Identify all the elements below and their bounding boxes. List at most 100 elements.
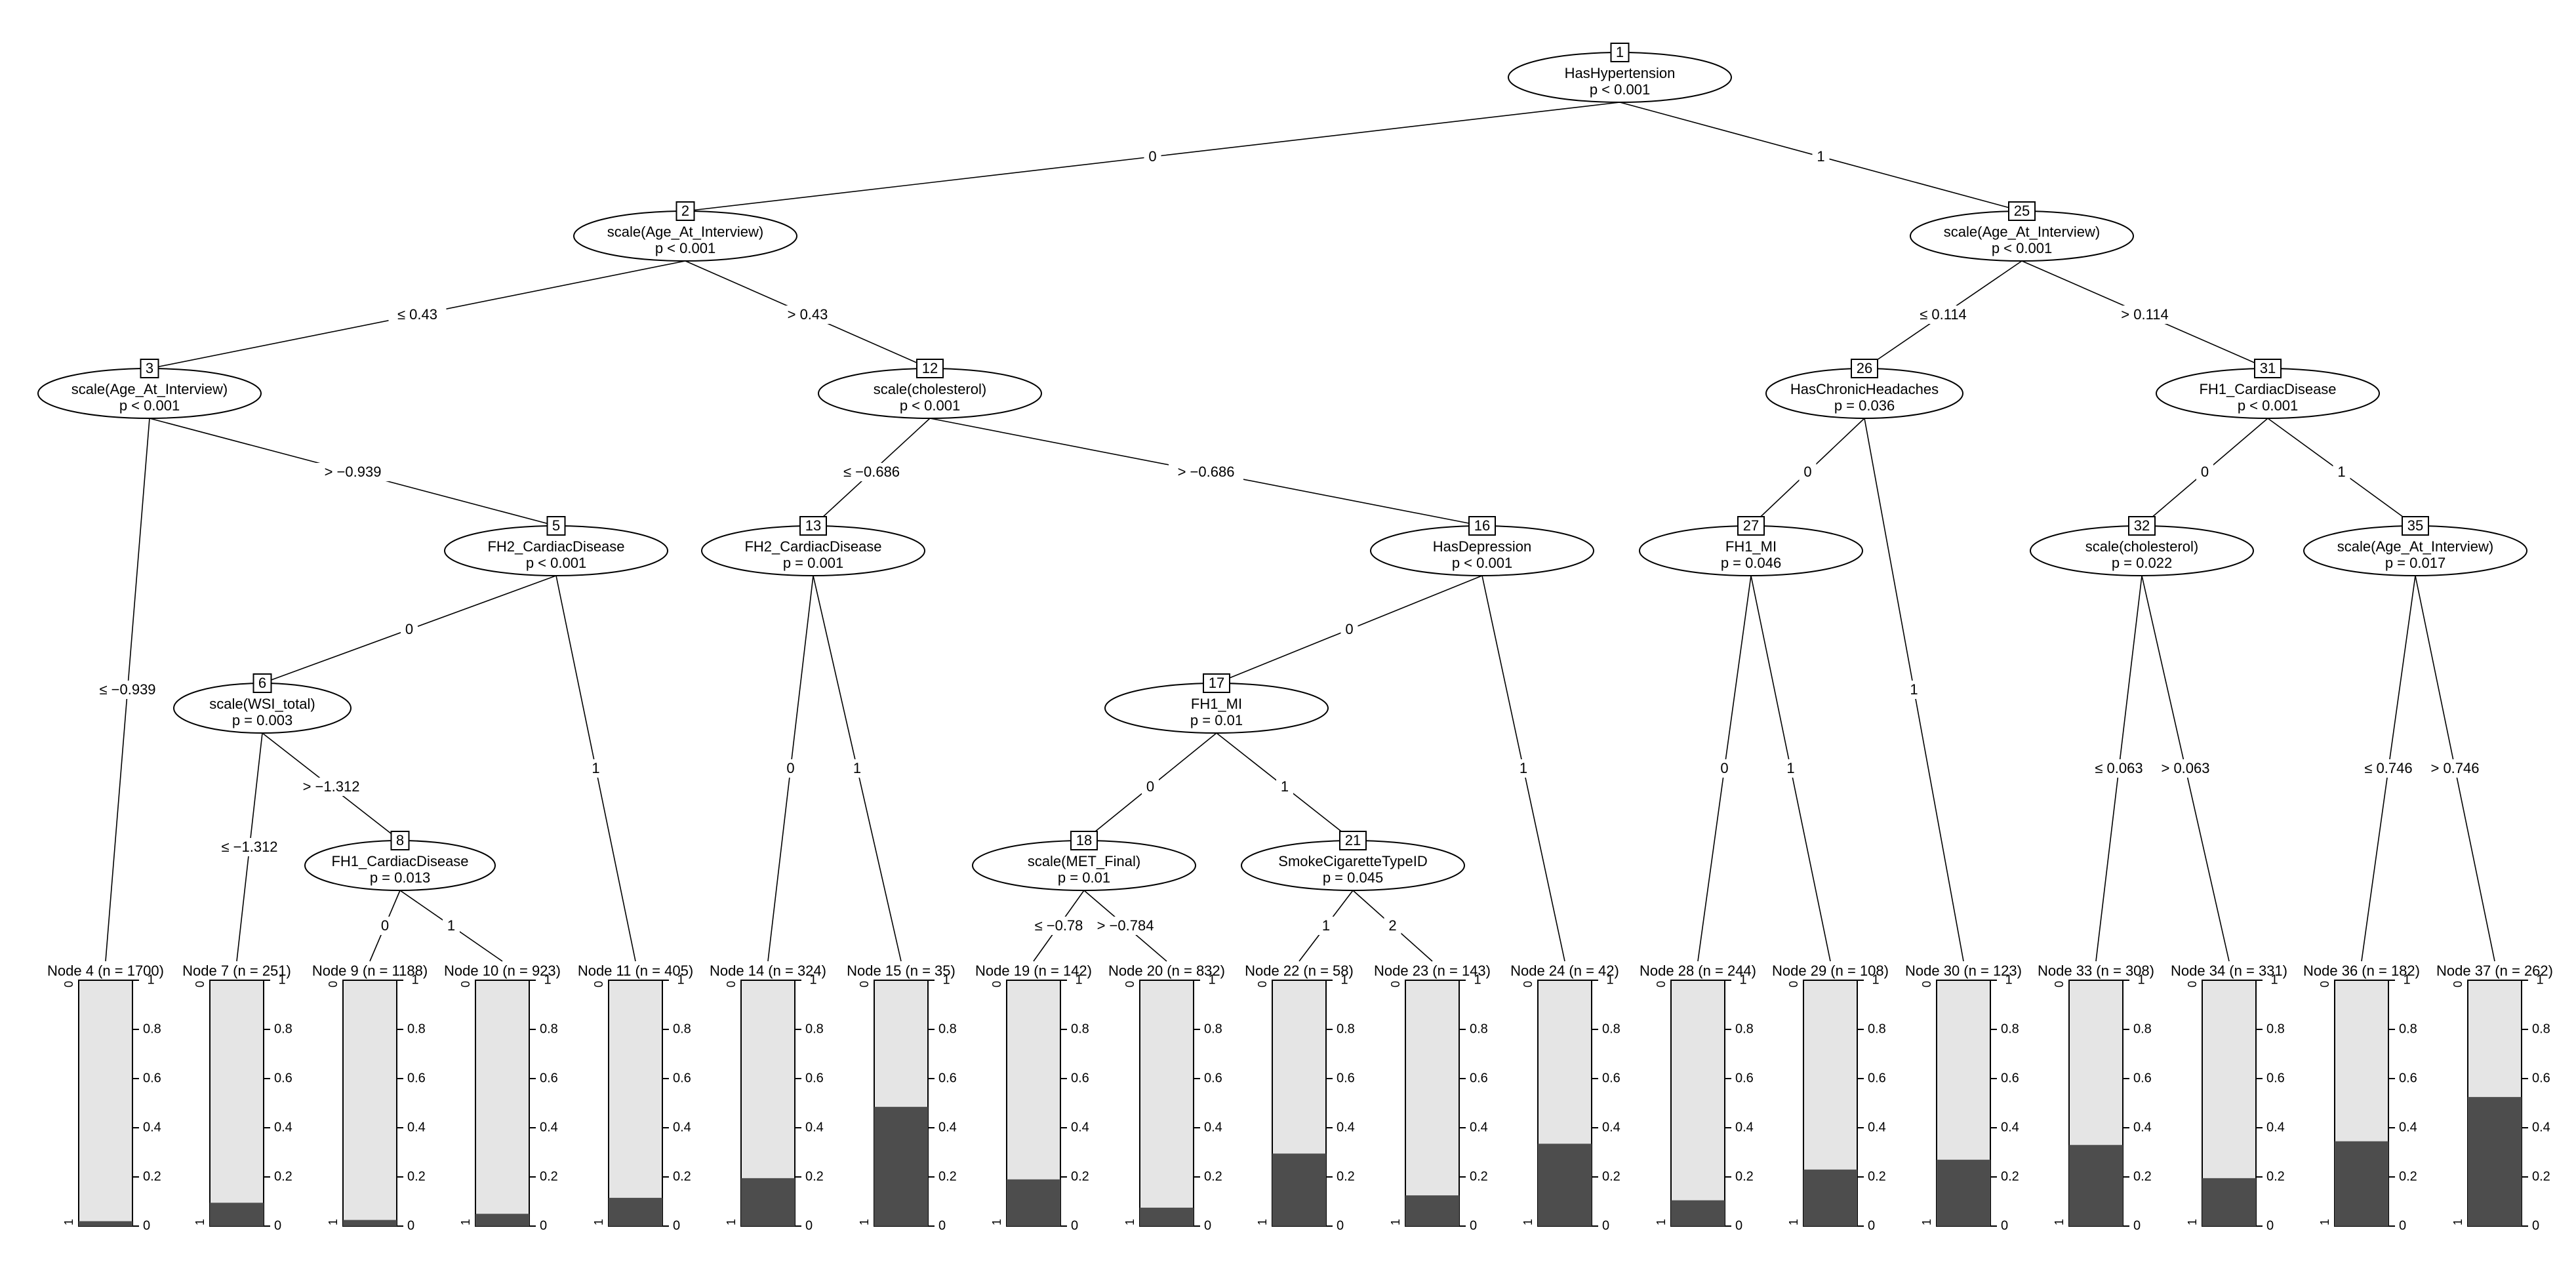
edge-16-17: 0 [1216,575,1483,684]
axis-tick-label: 1 [809,972,816,987]
edge-label: ≤ −0.939 [99,681,155,698]
edge-label: ≤ 0.063 [2095,760,2143,776]
terminal-title: Node 10 (n = 923) [444,963,561,979]
node-variable: scale(Age_At_Interview) [71,381,228,397]
axis-tick-label: 0.6 [673,1071,691,1085]
edge-label: 1 [1817,148,1824,165]
axis-tick-label: 0.2 [1470,1169,1488,1183]
terminal-title: Node 7 (n = 251) [182,963,291,979]
axis-tick-label: 1 [1872,972,1879,987]
terminal-title-bg [303,963,437,981]
node-id: 8 [396,832,404,848]
class-label-left-top: 0 [193,981,207,987]
edge-label: 1 [2337,464,2345,480]
axis-tick-label: 1 [278,972,285,987]
node-p-value: p = 0.01 [1058,869,1110,886]
node-variable: FH1_CardiacDisease [2199,381,2336,397]
terminal-title-bg [2029,963,2163,981]
axis-tick-label: 0.8 [673,1022,691,1036]
class-label-left-bottom: 1 [62,1219,75,1225]
axis-tick-label: 0 [1735,1218,1742,1233]
terminal-title: Node 28 (n = 244) [1640,963,1756,979]
axis-tick-label: 0.6 [540,1071,558,1085]
node-id-box [916,359,944,378]
node-id: 27 [1743,517,1759,534]
edge-label: 0 [786,760,794,776]
edge-label-bg [1515,759,1532,778]
axis-tick-label: 0.8 [143,1022,161,1036]
edge-label: ≤ −0.78 [1035,917,1083,934]
axis-tick-label: 0.8 [2133,1022,2152,1036]
axis-tick-label: 0.2 [805,1169,824,1183]
node-id: 3 [146,360,153,376]
edge-label-bg [294,778,369,796]
axis-tick-label: 0.6 [2399,1071,2417,1085]
axis-tick-label: 0.4 [540,1120,558,1134]
class-label-left-top: 0 [1256,981,1269,987]
edge-6-7: ≤ −1.312 [212,732,287,962]
class-label-left-top: 0 [858,981,871,987]
axis-tick-label: 0.4 [1470,1120,1488,1134]
axis-tick-label: 0 [2001,1218,2008,1233]
edge-label-bg [1026,917,1092,935]
axis-tick-label: 0.8 [938,1022,957,1036]
axis-tick-label: 0.6 [2266,1071,2285,1085]
axis-tick-label: 1 [2137,972,2144,987]
node-variable: FH1_CardiacDisease [331,853,468,869]
axis-tick-label: 0.4 [274,1120,292,1134]
axis-tick-label: 0.8 [1337,1022,1355,1036]
bar-fill-class-1 [1803,1169,1857,1226]
node-id-box [2008,201,2036,221]
axis-tick-label: 0 [2532,1218,2539,1233]
terminal-title-bg [1365,963,1499,981]
edge-18-19: ≤ −0.78 [1026,890,1092,962]
edge-2-12: > 0.43 [685,260,931,369]
axis-tick-label: 0 [143,1218,150,1233]
terminal-title-bg [569,963,702,981]
class-label-left-top: 0 [1655,981,1668,987]
axis-tick-label: 0 [1602,1218,1609,1233]
axis-tick-label: 0.6 [1868,1071,1886,1085]
node-id: 17 [1209,675,1224,691]
axis-tick-label: 1 [1606,972,1613,987]
edge-label-bg [1782,759,1800,778]
axis-tick-label: 0 [1337,1218,1344,1233]
axis-tick-label: 0.8 [274,1022,292,1036]
axis-tick-label: 0.6 [2133,1071,2152,1085]
edge-label-bg [2196,463,2213,481]
terminal-title: Node 33 (n = 308) [2038,963,2154,979]
axis-tick-label: 0.4 [1602,1120,1620,1134]
edge-32-33: ≤ 0.063 [2085,575,2152,962]
edge-label-bg [2333,463,2350,481]
node-id-box [1203,673,1230,693]
axis-tick-label: 1 [1208,972,1215,987]
edge-label: > 0.746 [2430,760,2479,776]
edge-8-9: 0 [369,890,401,962]
node-id-box [546,516,566,536]
class-label-left-bottom: 1 [1521,1219,1535,1225]
axis-tick-label: 0 [2133,1218,2141,1233]
axis-tick-label: 1 [2536,972,2543,987]
edge-32-34: > 0.063 [2141,575,2230,962]
axis-tick-label: 0 [2399,1218,2406,1233]
node-id: 12 [922,360,938,376]
axis-tick-label: 0 [1868,1218,1875,1233]
bar-fill-class-1 [2335,1141,2388,1226]
axis-tick-label: 0.4 [1337,1120,1355,1134]
bar-fill-class-1 [210,1202,264,1226]
node-id: 32 [2134,517,2150,534]
edge-label: 0 [381,917,389,934]
class-label-left-bottom: 1 [459,1219,472,1225]
node-p-value: p = 0.045 [1323,869,1383,886]
node-id: 31 [2260,360,2276,376]
node-p-value: p = 0.017 [2385,555,2445,571]
